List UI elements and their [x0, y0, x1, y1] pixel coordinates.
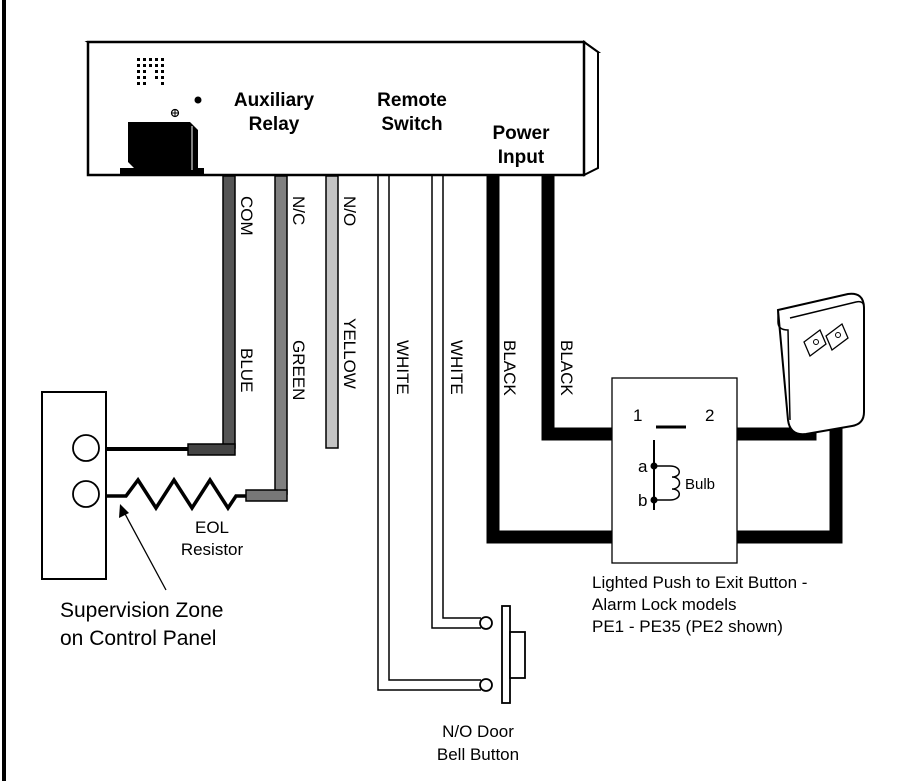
exit-button-plate [611, 377, 738, 564]
bulb-icon [669, 465, 681, 501]
remote-label-line1: Remote [377, 90, 447, 111]
exit-caption-line1: Lighted Push to Exit Button - [592, 573, 807, 592]
wire-white-1 [377, 176, 481, 691]
doorbell-button [479, 605, 526, 704]
wire-code-no: N/O [340, 196, 359, 226]
screw-icon [170, 108, 180, 118]
terminal-circle-top [72, 434, 100, 462]
power-label-line1: Power [492, 123, 550, 144]
eol-label-line2: Resistor [181, 540, 244, 559]
eol-resistor-icon [106, 476, 246, 512]
wire-color-blue: BLUE [237, 348, 256, 392]
wire-code-nc: N/C [289, 196, 308, 225]
aux-label-line1: Auxiliary [234, 90, 315, 111]
terminal-circle-bottom [72, 480, 100, 508]
wire-color-black-2: BLACK [557, 340, 576, 396]
wire-nc-green [245, 175, 288, 502]
power-label-line2: Input [498, 147, 545, 168]
doorbell-terminal-bottom [479, 678, 493, 692]
doorbell-label-line1: N/O Door [442, 722, 514, 741]
wire-white-2 [431, 176, 481, 629]
supervision-label-line1: Supervision Zone [60, 599, 223, 622]
bulb-label: Bulb [685, 476, 715, 493]
led-indicator [194, 96, 202, 104]
wire-color-white-2: WHITE [447, 340, 466, 395]
exit-caption-line2: Alarm Lock models [592, 595, 737, 614]
terminal-a-label: a [638, 457, 648, 476]
exit-caption-line3: PE1 - PE35 (PE2 shown) [592, 617, 783, 636]
wire-code-com: COM [237, 196, 256, 236]
terminal-b-label: b [638, 491, 647, 510]
doorbell-label-line2: Bell Button [437, 745, 519, 764]
speaker-grille-icon [137, 58, 164, 85]
wire-color-yellow: YELLOW [340, 318, 359, 389]
wire-no-yellow [325, 175, 339, 449]
doorbell-terminal-top [479, 616, 493, 630]
page-border-left [2, 0, 6, 781]
eol-label-line1: EOL [195, 518, 229, 537]
supervision-label-line2: on Control Panel [60, 627, 216, 650]
lock-housing: Auxiliary Relay Remote Switch Power Inpu… [84, 40, 602, 177]
plug-prongs-icon [803, 322, 849, 358]
wire-color-black-1: BLACK [500, 340, 519, 396]
remote-label-line2: Switch [381, 114, 442, 135]
relay-component-icon [120, 122, 204, 176]
wire-color-green: GREEN [289, 340, 308, 400]
terminal-2-label: 2 [705, 406, 714, 425]
transformer-icon [776, 292, 865, 436]
terminal-1-label: 1 [633, 406, 642, 425]
wire-code-labels: COM N/C N/O BLUE GREEN YELLOW WHITE WHIT… [237, 196, 576, 400]
control-panel [41, 391, 246, 580]
wire-com-blue [187, 175, 236, 456]
pointer-arrow [119, 504, 167, 591]
wire-color-white-1: WHITE [393, 340, 412, 395]
aux-label-line2: Relay [249, 114, 300, 135]
